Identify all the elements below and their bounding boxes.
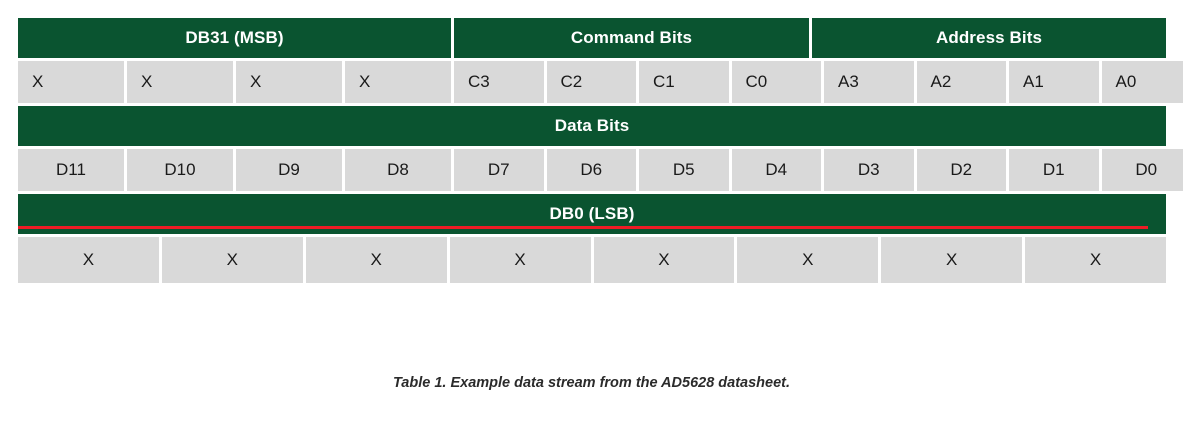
cell-lsb-x-7: X: [881, 237, 1023, 283]
cell-bit-x-3: X: [236, 61, 342, 103]
cell-bit-d5: D5: [639, 149, 729, 191]
cell-bit-a1: A1: [1009, 61, 1099, 103]
bit-stream-table: DB31 (MSB) Command Bits Address Bits X X…: [18, 18, 1183, 283]
cell-bit-d4: D4: [731, 149, 821, 191]
cell-bit-c3: C3: [454, 61, 544, 103]
cell-bit-d9: D9: [236, 149, 342, 191]
cell-bit-d11: D11: [18, 149, 124, 191]
table-row-data-bits: D11 D10 D9 D8 D7 D6 D5 D4 D3 D2 D1 D0: [18, 149, 1183, 191]
cell-lsb-x-2: X: [161, 237, 303, 283]
group-header-address-bits: Address Bits: [812, 18, 1166, 58]
group-header-db31: DB31 (MSB): [18, 18, 451, 58]
cell-lsb-x-4: X: [449, 237, 591, 283]
cell-bit-a3: A3: [824, 61, 914, 103]
cell-bit-d0: D0: [1101, 149, 1183, 191]
cell-bit-a2: A2: [916, 61, 1006, 103]
band-header-data-bits: Data Bits: [18, 106, 1166, 146]
cell-bit-x-4: X: [345, 61, 451, 103]
cell-lsb-x-1: X: [18, 237, 159, 283]
data-bits-red-underline-annotation: [18, 226, 1148, 229]
cell-bit-a0: A0: [1101, 61, 1183, 103]
cell-lsb-x-6: X: [737, 237, 879, 283]
cell-lsb-x-3: X: [305, 237, 447, 283]
cell-bit-d7: D7: [454, 149, 544, 191]
table-row-lsb-cells: X X X X X X X X: [18, 237, 1166, 283]
cell-bit-c2: C2: [546, 61, 636, 103]
table-row-control-bits: X X X X C3 C2 C1 C0 A3 A2 A1 A0: [18, 61, 1183, 103]
cell-bit-d3: D3: [824, 149, 914, 191]
cell-lsb-x-5: X: [593, 237, 735, 283]
cell-bit-d10: D10: [127, 149, 233, 191]
cell-bit-d2: D2: [916, 149, 1006, 191]
table-row-group-headers: DB31 (MSB) Command Bits Address Bits: [18, 18, 1166, 58]
table-row-data-bits-band: Data Bits: [18, 106, 1166, 146]
cell-bit-d8: D8: [345, 149, 451, 191]
table-caption: Table 1. Example data stream from the AD…: [392, 375, 791, 391]
cell-bit-x-2: X: [127, 61, 233, 103]
group-header-command-bits: Command Bits: [454, 18, 809, 58]
cell-bit-x-1: X: [18, 61, 124, 103]
cell-bit-c0: C0: [731, 61, 821, 103]
cell-lsb-x-8: X: [1025, 237, 1166, 283]
cell-bit-d1: D1: [1009, 149, 1099, 191]
cell-bit-c1: C1: [639, 61, 729, 103]
cell-bit-d6: D6: [546, 149, 636, 191]
